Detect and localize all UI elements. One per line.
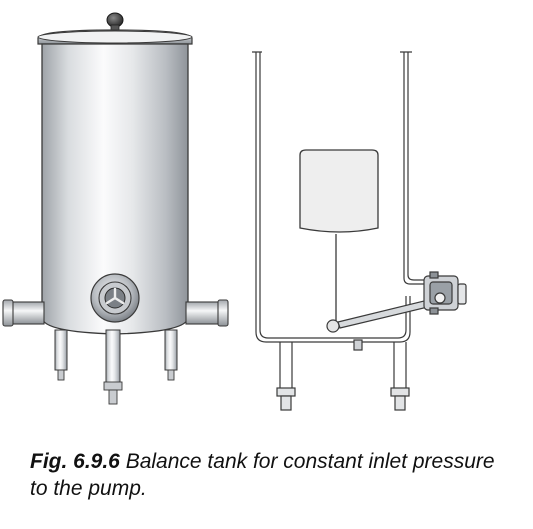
figure-caption-text: Balance tank for constant inlet pressure… [30,450,495,500]
balance-tank-figure [2,12,467,411]
figure-caption: Fig. 6.9.6 Balance tank for constant inl… [30,448,510,502]
balance-tank-exterior-drawing [2,12,229,405]
figure-number: Fig. 6.9.6 [30,450,120,473]
balance-tank-cross-section-drawing [252,51,467,411]
